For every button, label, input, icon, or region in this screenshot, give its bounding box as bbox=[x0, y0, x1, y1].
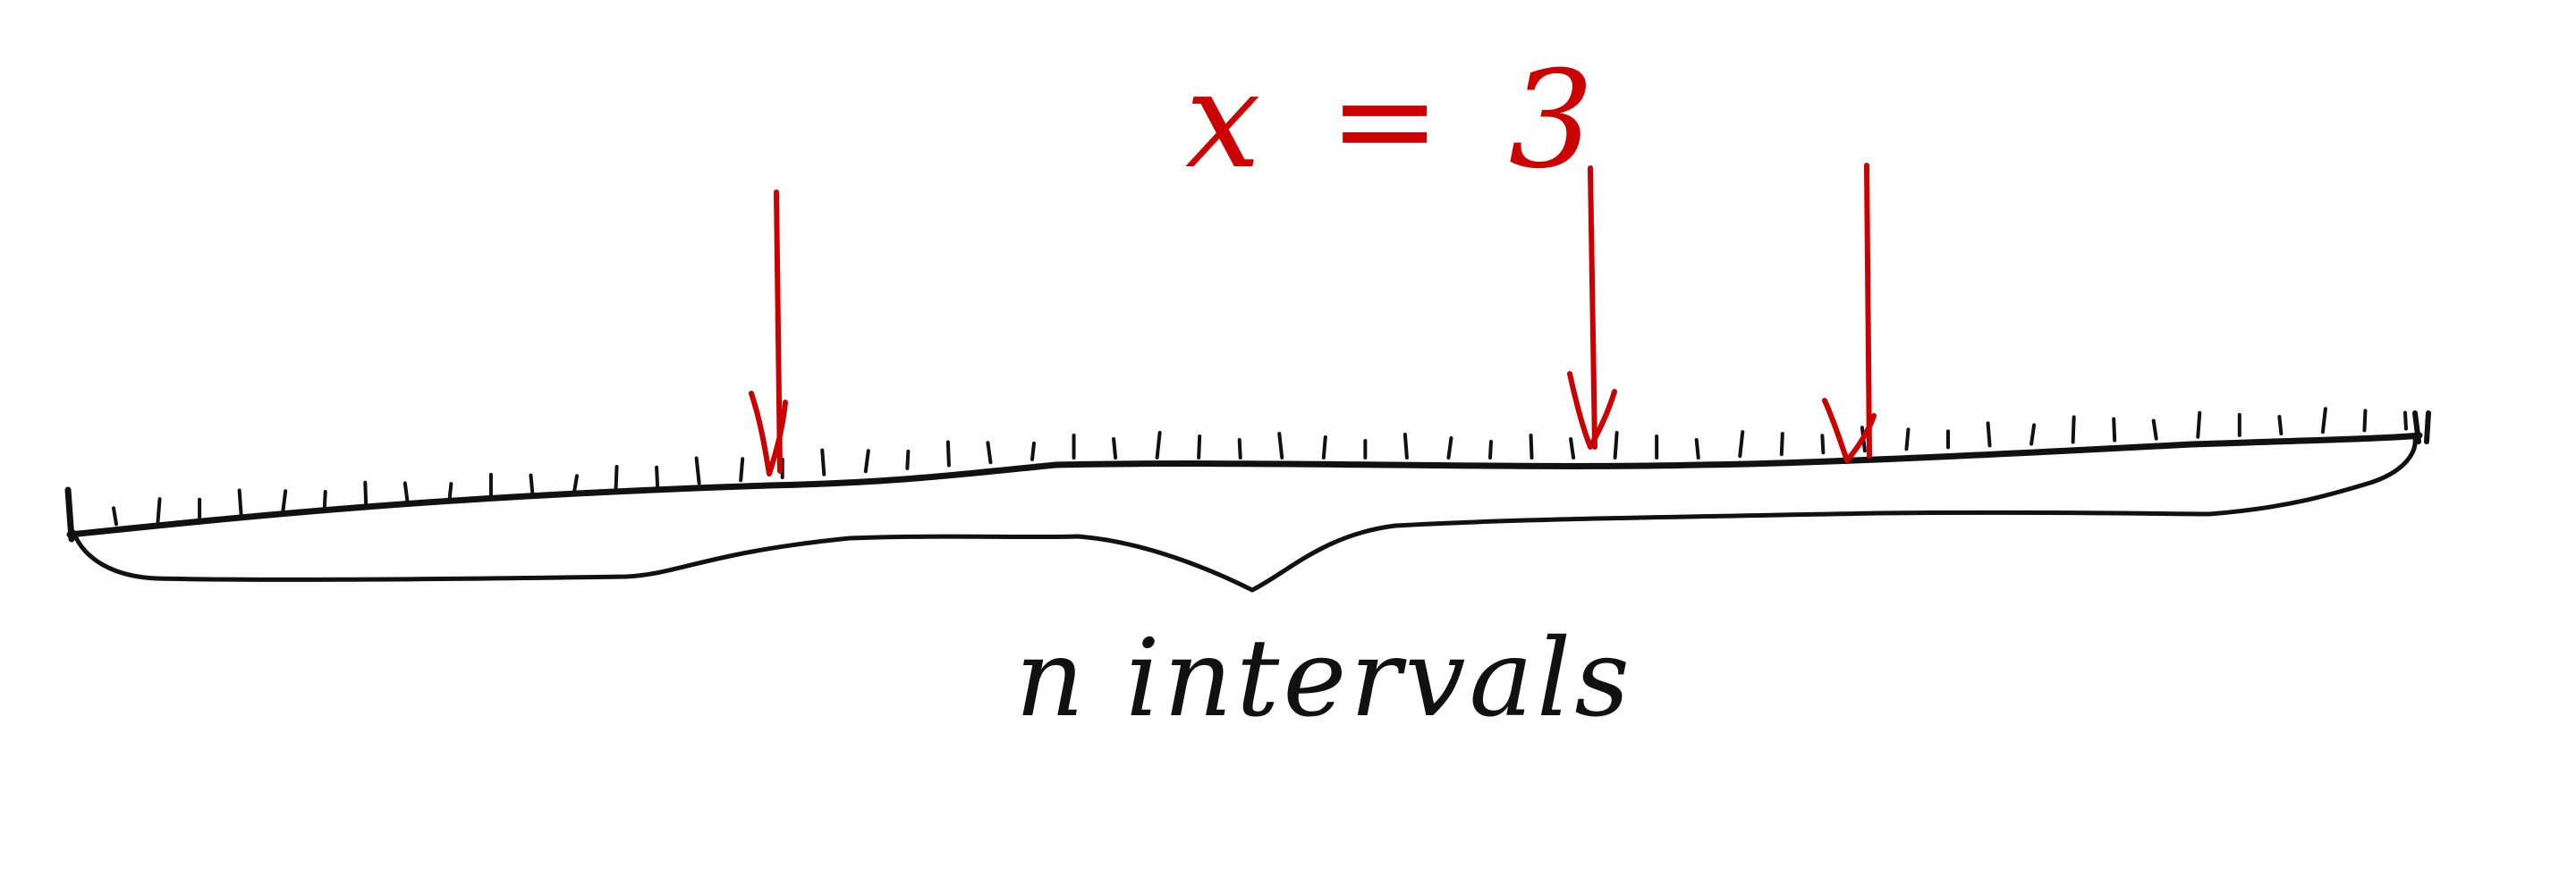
tick-mark bbox=[1569, 437, 1576, 460]
tick-mark bbox=[1446, 436, 1453, 460]
tick-mark bbox=[863, 449, 870, 474]
arrow-marker-3 bbox=[1822, 163, 1877, 463]
tick-mark bbox=[1986, 421, 1992, 448]
annotation-bottom: n intervals bbox=[1015, 617, 1633, 741]
tick-mark bbox=[447, 482, 453, 503]
tick-mark bbox=[986, 441, 993, 465]
tick-mark bbox=[2029, 423, 2037, 446]
tick-mark bbox=[739, 457, 745, 483]
tick-mark bbox=[2320, 407, 2327, 434]
arrow-marker-2 bbox=[1567, 165, 1617, 450]
tick-mark bbox=[1277, 432, 1284, 460]
tick-mark bbox=[529, 473, 535, 497]
tick-mark bbox=[1402, 433, 1409, 460]
tick-mark bbox=[572, 474, 579, 494]
arrow-marker-1 bbox=[749, 190, 788, 477]
tick-mark bbox=[1820, 434, 1826, 455]
tick-mark bbox=[281, 489, 288, 515]
tick-mark bbox=[2403, 410, 2408, 431]
tick-mark bbox=[905, 449, 911, 470]
tick-mark bbox=[820, 448, 826, 477]
number-line bbox=[66, 432, 2423, 538]
tick-mark bbox=[1694, 438, 1700, 460]
tick-mark bbox=[156, 497, 162, 524]
tick-mark bbox=[2151, 418, 2158, 441]
tick-mark bbox=[614, 465, 619, 492]
tick-mark bbox=[1779, 432, 1784, 457]
tick-mark bbox=[112, 506, 118, 527]
tick-mark bbox=[1529, 434, 1534, 460]
tick-mark bbox=[2071, 415, 2076, 444]
annotation-top: x = 3 bbox=[1185, 43, 1607, 198]
tick-mark bbox=[1155, 431, 1162, 460]
tick-mark bbox=[1613, 431, 1619, 460]
tick-mark bbox=[2277, 415, 2284, 436]
tick-marks bbox=[112, 407, 2408, 527]
tick-mark bbox=[402, 481, 410, 506]
tick-mark bbox=[1030, 441, 1036, 461]
tick-mark bbox=[322, 489, 327, 511]
tick-mark bbox=[363, 480, 369, 509]
tick-mark bbox=[1488, 440, 1493, 460]
tick-mark bbox=[945, 440, 951, 468]
tick-mark bbox=[1904, 427, 1911, 451]
tick-mark bbox=[2196, 410, 2202, 439]
tick-mark bbox=[1112, 437, 1118, 460]
right-end-mark bbox=[2412, 410, 2431, 444]
tick-mark bbox=[237, 488, 243, 518]
tick-mark bbox=[2362, 409, 2368, 433]
tick-mark bbox=[694, 456, 701, 485]
interval-brace bbox=[71, 435, 2418, 593]
left-end-mark bbox=[64, 486, 75, 543]
tick-mark bbox=[1738, 430, 1745, 459]
tick-mark bbox=[1321, 435, 1327, 460]
tick-mark bbox=[1237, 438, 1242, 460]
